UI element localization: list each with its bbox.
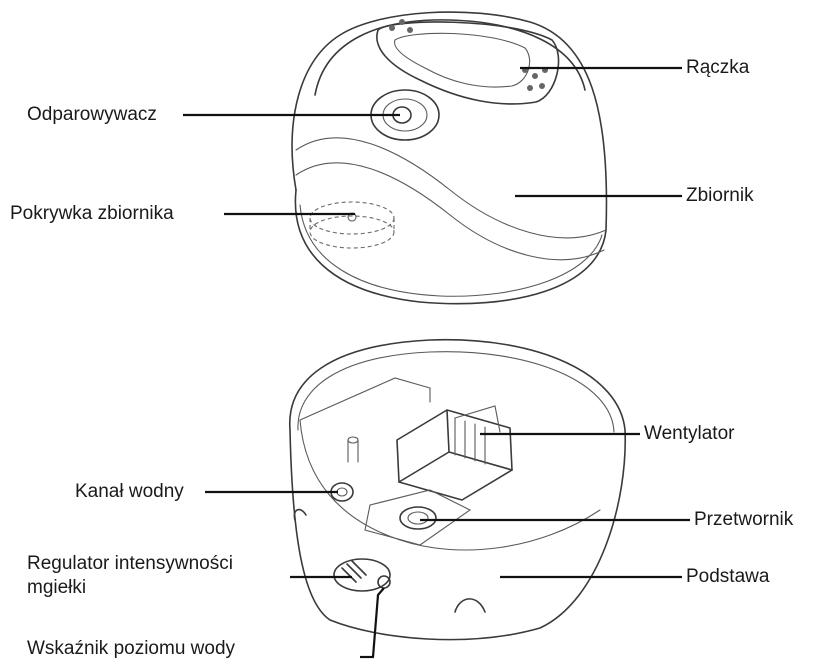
label-odparowywacz: Odparowywacz [27,104,157,126]
label-zbiornik: Zbiornik [686,185,754,207]
label-przetwornik: Przetwornik [694,509,793,531]
label-pokrywka: Pokrywka zbiornika [10,203,174,225]
label-regulator-line1: Regulator intensywności [27,553,233,575]
label-kanal: Kanał wodny [75,481,184,503]
label-regulator-line2: mgiełki [27,577,86,599]
label-wskaznik: Wskaźnik poziomu wody [27,638,235,660]
label-wentylator: Wentylator [644,423,734,445]
leader-wskaznik [373,588,384,657]
label-raczka: Rączka [686,57,749,79]
label-podstawa: Podstawa [686,566,769,588]
base-illustration [290,340,625,640]
tank-illustration [292,12,606,304]
